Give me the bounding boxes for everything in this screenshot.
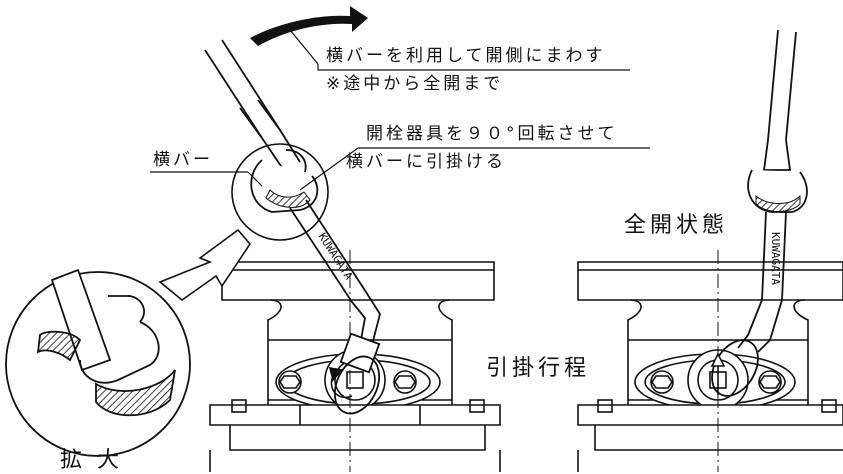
left-valve-body — [209, 261, 501, 472]
right-up-arrow — [710, 352, 726, 395]
enlarged-detail — [5, 268, 191, 457]
right-tool-brand: KUWAGATA — [769, 232, 782, 285]
turn-direction-arrow — [250, 6, 368, 46]
rotate-instruction-label: 開栓器具を９０°回転させて — [366, 124, 618, 144]
side-bar-label: 横バー — [153, 150, 213, 170]
enlarge-label: 拡 大 — [60, 448, 123, 473]
hook-instruction-label: 横バーに引掛ける — [346, 152, 506, 172]
turn-note-label: ※途中から全開まで — [326, 74, 504, 94]
hook-stroke-label: 引掛行程 — [486, 356, 591, 381]
callout-leaders — [150, 29, 650, 191]
fully-open-label: 全開状態 — [624, 213, 729, 238]
enlarge-arrow — [158, 228, 252, 302]
rotation-arrow — [328, 367, 353, 399]
right-valve-body — [577, 261, 843, 472]
left-hook-hatch — [265, 189, 311, 208]
magnifier-ring — [231, 143, 329, 241]
right-hook-hatch — [755, 194, 801, 212]
turn-instruction-label: 横バーを利用して開側にまわす — [326, 46, 606, 66]
